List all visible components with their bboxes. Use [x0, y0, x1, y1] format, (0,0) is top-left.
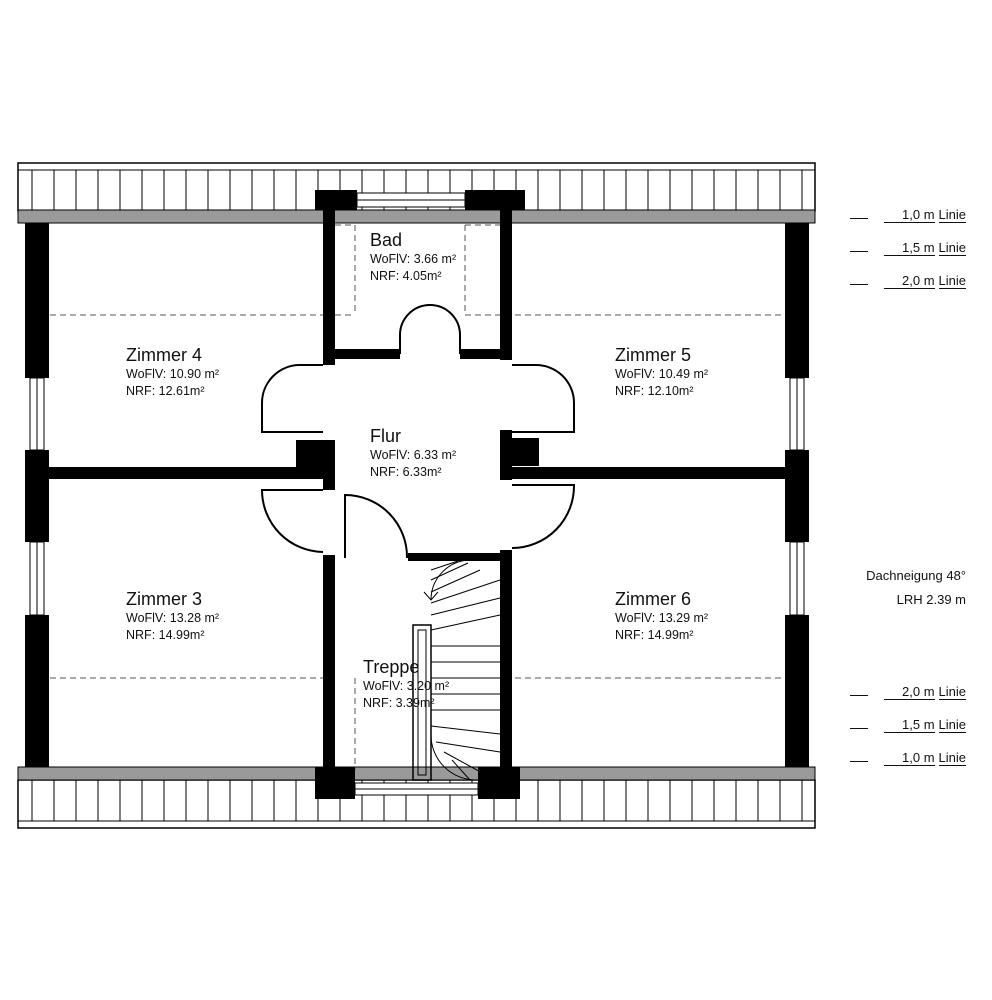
- stair-tread: [430, 725, 501, 735]
- room-zimmer3: Zimmer 3 WoFlV: 13.28 m² NRF: 14.99m²: [126, 588, 219, 644]
- room-bad: Bad WoFlV: 3.66 m² NRF: 4.05m²: [370, 229, 456, 285]
- stair-tread: [430, 614, 501, 631]
- stair-tread: [430, 560, 459, 571]
- room-flur: Flur WoFlV: 6.33 m² NRF: 6.33m²: [370, 425, 456, 481]
- height-line-word: Linie: [938, 750, 966, 766]
- room-nrf: NRF: 4.05m²: [370, 269, 442, 283]
- room-zimmer5: Zimmer 5 WoFlV: 10.49 m² NRF: 12.10m²: [615, 344, 708, 400]
- height-lines-dashed: [50, 224, 785, 770]
- height-line-value: 1,5 m: [884, 240, 935, 256]
- room-wofiv: WoFlV: 6.33 m²: [370, 448, 457, 462]
- room-name: Zimmer 5: [615, 345, 691, 365]
- room-name: Zimmer 6: [615, 589, 691, 609]
- room-wofiv: WoFlV: 3.66 m²: [370, 252, 457, 266]
- roof-pitch-note: Dachneigung 48°: [866, 568, 966, 583]
- room-name: Flur: [370, 426, 401, 446]
- staircase: [412, 559, 501, 781]
- stair-tread: [451, 759, 471, 781]
- height-line-word: Linie: [938, 207, 966, 223]
- height-line-word: Linie: [938, 240, 966, 256]
- stair-tread: [430, 562, 469, 581]
- height-line-word: Linie: [938, 684, 966, 700]
- windows: [29, 192, 805, 796]
- room-name: Zimmer 3: [126, 589, 202, 609]
- room-nrf: NRF: 3.39m²: [363, 696, 435, 710]
- room-height-note: LRH 2.39 m: [896, 592, 966, 607]
- walls: [25, 190, 809, 799]
- room-wofiv: WoFlV: 13.29 m²: [615, 611, 709, 625]
- room-wofiv: WoFlV: 10.90 m²: [126, 367, 220, 381]
- height-line-value: 2,0 m: [884, 273, 935, 289]
- height-line-value: 2,0 m: [884, 684, 935, 700]
- room-nrf: NRF: 12.10m²: [615, 384, 694, 398]
- room-name: Zimmer 4: [126, 345, 202, 365]
- stair-tread: [435, 741, 501, 753]
- room-nrf: NRF: 14.99m²: [615, 628, 694, 642]
- height-line-word: Linie: [938, 717, 966, 733]
- room-zimmer4: Zimmer 4 WoFlV: 10.90 m² NRF: 12.61m²: [126, 344, 219, 400]
- room-name: Treppe: [363, 657, 420, 677]
- height-line-value: 1,5 m: [884, 717, 935, 733]
- roof-bottom: [17, 766, 816, 829]
- room-treppe: Treppe WoFlV: 3.20 m² NRF: 3.39m²: [363, 656, 449, 712]
- stair-tread: [430, 579, 501, 604]
- room-zimmer6: Zimmer 6 WoFlV: 13.29 m² NRF: 14.99m²: [615, 588, 708, 644]
- height-line-value: 1,0 m: [884, 750, 935, 766]
- stair-tread: [430, 569, 481, 593]
- height-line-value: 1,0 m: [884, 207, 935, 223]
- room-nrf: NRF: 6.33m²: [370, 465, 442, 479]
- room-wofiv: WoFlV: 10.49 m²: [615, 367, 709, 381]
- room-nrf: NRF: 14.99m²: [126, 628, 205, 642]
- height-line-word: Linie: [938, 273, 966, 289]
- room-name: Bad: [370, 230, 403, 250]
- room-wofiv: WoFlV: 3.20 m²: [363, 679, 450, 693]
- room-nrf: NRF: 12.61m²: [126, 384, 205, 398]
- room-wofiv: WoFlV: 13.28 m²: [126, 611, 220, 625]
- door-swings: [260, 304, 576, 559]
- stair-tread: [443, 751, 487, 776]
- stair-tread: [430, 597, 501, 616]
